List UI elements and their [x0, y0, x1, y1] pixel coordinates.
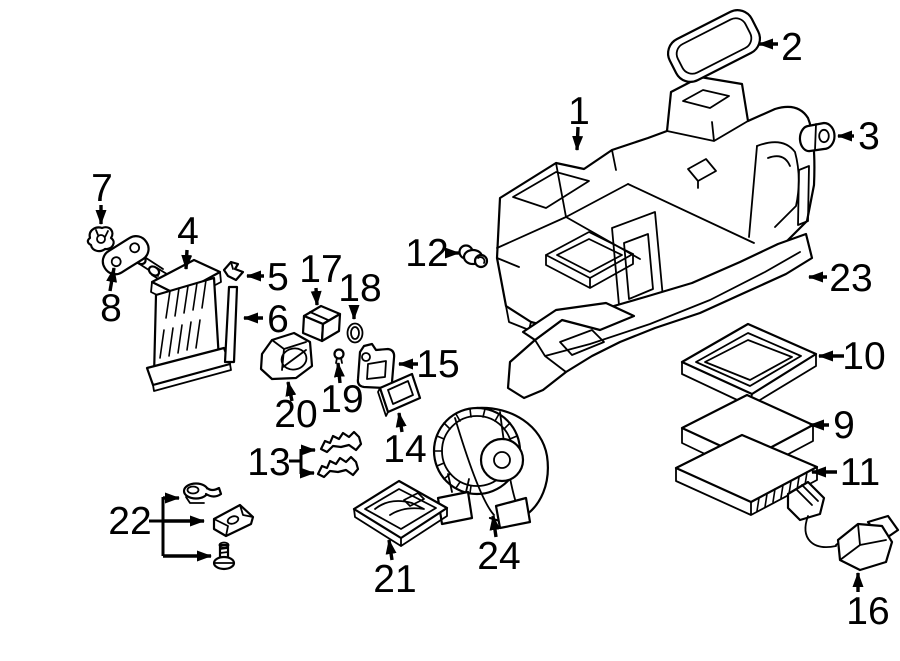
part-pin	[333, 348, 345, 364]
callout-6: 6	[243, 298, 289, 341]
callout-9: 9	[809, 404, 855, 447]
callout-9-label: 9	[833, 404, 855, 447]
callout-17-label: 17	[299, 248, 342, 291]
part-retainer-clip	[222, 260, 245, 282]
callout-24-label: 24	[477, 535, 520, 578]
callout-3-label: 3	[858, 115, 880, 158]
callout-1-label: 1	[568, 90, 590, 133]
callout-21: 21	[373, 539, 417, 601]
callout-7: 7	[91, 167, 113, 225]
callout-11-label: 11	[840, 451, 881, 494]
callout-2-label: 2	[781, 26, 803, 69]
part-grommet	[798, 121, 836, 153]
callout-1: 1	[568, 90, 590, 151]
part-gasket-seal	[666, 9, 762, 83]
part-pipe-clip	[86, 226, 115, 253]
callout-10: 10	[818, 335, 886, 378]
callout-14-label: 14	[383, 428, 426, 471]
callout-10-label: 10	[842, 335, 885, 378]
callout-21-label: 21	[373, 558, 416, 601]
callout-16-label: 16	[846, 590, 889, 633]
callout-5: 5	[246, 256, 289, 299]
callout-13-label: 13	[247, 441, 290, 484]
part-filter-frame	[680, 322, 818, 407]
callout-4: 4	[177, 210, 199, 270]
callout-18-label: 18	[338, 267, 381, 310]
callout-4-label: 4	[177, 210, 199, 253]
callout-19: 19	[320, 362, 364, 421]
callout-13: 13	[247, 441, 316, 484]
callout-19-label: 19	[320, 378, 363, 421]
part-o-ring	[346, 322, 364, 344]
callout-16: 16	[846, 572, 890, 633]
part-clamp-halves	[316, 430, 363, 479]
callout-8-label: 8	[100, 287, 122, 330]
callout-20: 20	[274, 381, 318, 436]
callout-18: 18	[338, 267, 382, 320]
callout-11: 11	[811, 451, 881, 494]
callout-20-label: 20	[274, 393, 317, 436]
part-cover-pad	[377, 372, 422, 417]
callout-23: 23	[808, 257, 873, 300]
part-block-fitting	[301, 304, 342, 343]
part-floor-duct	[506, 232, 814, 400]
part-duct-elbow	[259, 331, 314, 381]
callout-2: 2	[758, 26, 803, 69]
part-heater-core	[133, 252, 232, 392]
callouts: 1 2 3 4 5 6 7 8	[91, 26, 890, 633]
callout-5-label: 5	[267, 256, 289, 299]
callout-24: 24	[477, 515, 521, 578]
callout-3: 3	[837, 115, 880, 158]
callout-15-label: 15	[416, 343, 459, 386]
part-mounting-plate	[101, 235, 150, 276]
callout-12-label: 12	[405, 232, 448, 275]
part-push-rivet	[458, 244, 489, 269]
part-hardware-wedge	[212, 503, 255, 538]
part-sensor-plate	[356, 342, 396, 390]
part-hardware-cap	[182, 482, 223, 504]
callout-7-label: 7	[91, 167, 113, 210]
callout-14: 14	[383, 412, 427, 471]
part-hardware-bolt	[212, 541, 236, 571]
callout-22: 22	[108, 492, 212, 562]
callout-22-label: 22	[108, 500, 151, 543]
part-seal-strip	[223, 285, 239, 364]
callout-23-label: 23	[829, 257, 872, 300]
callout-15: 15	[398, 343, 460, 386]
part-harness-connector	[835, 514, 900, 572]
callout-17: 17	[299, 248, 343, 306]
callout-8: 8	[100, 267, 122, 330]
callout-6-label: 6	[267, 298, 289, 341]
callout-12: 12	[405, 232, 460, 275]
part-blower-motor	[432, 406, 549, 530]
part-drain-tray	[352, 479, 449, 547]
